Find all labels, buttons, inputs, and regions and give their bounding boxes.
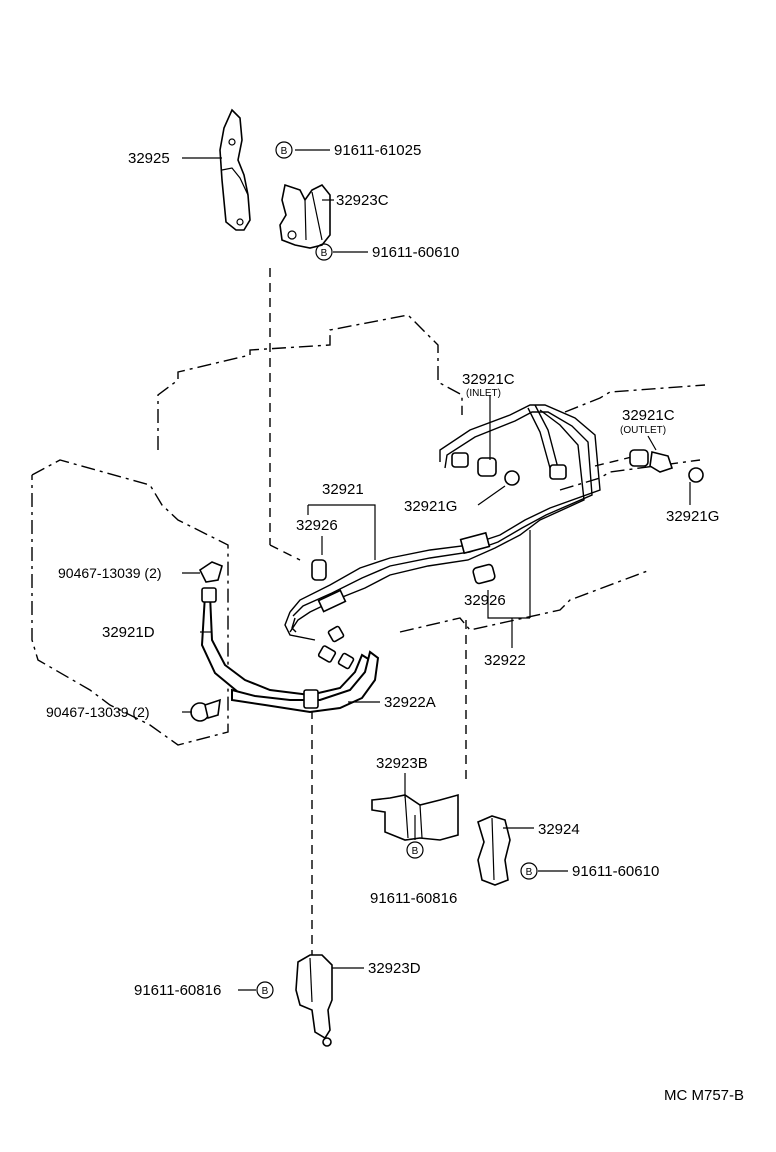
label-32921: 32921 bbox=[322, 481, 364, 498]
part-labels: 32925 91611-61025 32923C 91611-60610 329… bbox=[46, 142, 744, 1104]
label-32921C-inlet: 32921C bbox=[462, 371, 515, 388]
reference-code: MC M757-B bbox=[664, 1087, 744, 1104]
hoses bbox=[200, 587, 380, 714]
bolt-marker-61025: B bbox=[275, 141, 293, 159]
cushion-32926-upper bbox=[311, 559, 327, 581]
label-90467-13039-upper: 90467-13039 (2) bbox=[58, 565, 162, 581]
phantom-outline bbox=[31, 314, 706, 746]
label-90467-13039-lower: 90467-13039 (2) bbox=[46, 704, 150, 720]
label-32922A: 32922A bbox=[384, 694, 436, 711]
clip-90467-13039-lower bbox=[190, 698, 221, 722]
label-91611-60816-bottom: 91611-60816 bbox=[134, 982, 221, 999]
label-32921G-a: 32921G bbox=[404, 498, 457, 515]
leader-lines bbox=[182, 149, 691, 991]
label-91611-60610-bottom: 91611-60610 bbox=[572, 863, 659, 880]
fitting-32921C-inlet bbox=[451, 452, 520, 486]
label-32923C: 32923C bbox=[336, 192, 389, 209]
bolt-marker-60610-bottom: B bbox=[520, 862, 538, 880]
clip-90467-13039-upper bbox=[198, 561, 223, 583]
svg-text:B: B bbox=[262, 986, 269, 997]
label-32924: 32924 bbox=[538, 821, 580, 838]
cushion-32926-lower bbox=[472, 563, 496, 585]
svg-text:B: B bbox=[526, 867, 533, 878]
label-32922: 32922 bbox=[484, 652, 526, 669]
svg-text:B: B bbox=[321, 248, 328, 259]
label-91611-61025: 91611-61025 bbox=[334, 142, 421, 159]
clamp-32923D bbox=[295, 954, 333, 1047]
label-32926-lower: 32926 bbox=[464, 592, 506, 609]
bolt-marker-60816-bottom: B bbox=[256, 981, 274, 999]
bolt-marker-60610-top: B bbox=[315, 243, 333, 261]
bolt-marker-60816-mid: B bbox=[406, 841, 424, 859]
svg-text:B: B bbox=[412, 846, 419, 857]
label-32926-upper: 32926 bbox=[296, 517, 338, 534]
label-outlet: (OUTLET) bbox=[620, 425, 666, 436]
label-91611-60816-mid: 91611-60816 bbox=[370, 890, 457, 907]
svg-text:B: B bbox=[281, 146, 288, 157]
clamp-32924 bbox=[477, 815, 511, 886]
connection-lines bbox=[269, 268, 641, 960]
label-32923B: 32923B bbox=[376, 755, 428, 772]
label-32921G-b: 32921G bbox=[666, 508, 719, 525]
clamp-32923C bbox=[279, 183, 331, 249]
label-91611-60610-top: 91611-60610 bbox=[372, 244, 459, 261]
bracket-32925 bbox=[219, 108, 251, 231]
label-32923D: 32923D bbox=[368, 960, 421, 977]
label-32921C-outlet: 32921C bbox=[622, 407, 675, 424]
label-inlet: (INLET) bbox=[466, 388, 501, 399]
fitting-32921C-outlet bbox=[549, 449, 704, 483]
label-32921D: 32921D bbox=[102, 624, 155, 641]
label-32925: 32925 bbox=[128, 150, 170, 167]
